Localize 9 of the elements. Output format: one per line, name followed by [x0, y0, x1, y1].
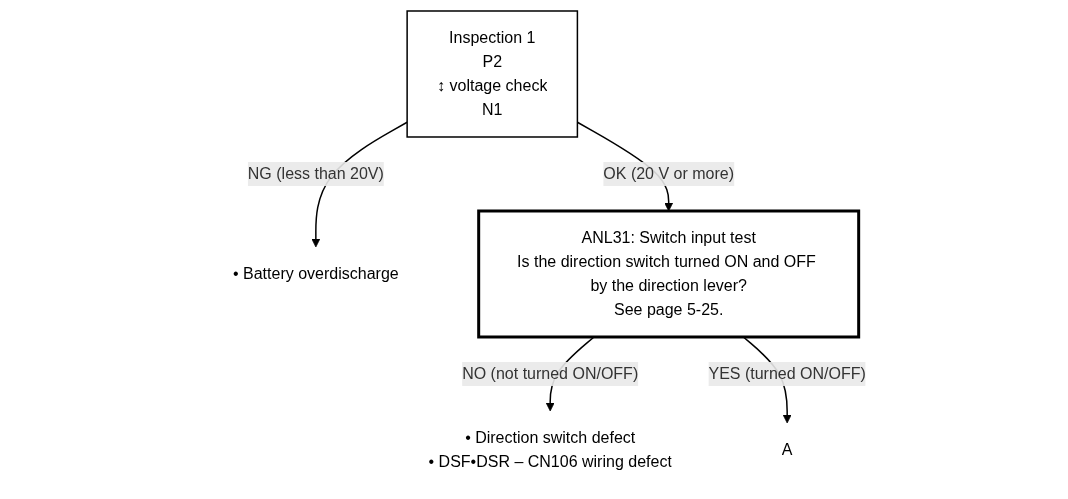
node-text: • Battery overdischarge	[232, 264, 399, 282]
edge-label: NO (not turned ON/OFF)	[461, 364, 638, 382]
node-box: ANL31: Switch input test Is the direction switch turned ON and OFF by the direction lever? See page 5-25.	[476, 209, 860, 338]
edge-label: NG (less than 20V)	[247, 164, 384, 182]
edge-label: OK (20 V or more)	[602, 164, 734, 182]
node-box: Inspection 1 P2 ↕ voltage check N1	[405, 9, 578, 138]
node-text: • Direction switch defect • DSF•DSR – CN106 wiring defect	[428, 428, 672, 470]
node-text: A	[781, 440, 793, 458]
edge-label: YES (turned ON/OFF)	[708, 364, 866, 382]
